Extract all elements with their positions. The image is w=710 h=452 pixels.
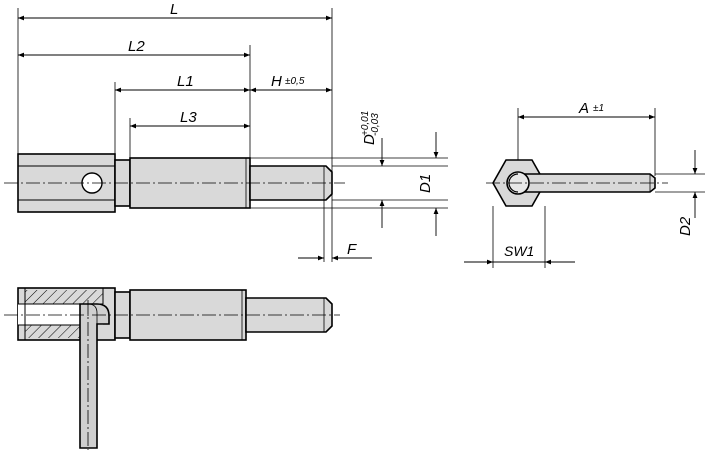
label-SW1: SW1	[504, 243, 534, 259]
end-view: A ±1 SW1 D2	[464, 100, 705, 268]
section-pin	[245, 297, 333, 333]
label-F: F	[347, 241, 357, 258]
label-L: L	[170, 1, 178, 18]
label-D-tolerance-lower: -0,03	[370, 113, 381, 136]
section-hatch-top	[25, 290, 103, 304]
label-A-tolerance: ±1	[593, 103, 604, 114]
label-D-tolerance-upper: +0,01	[360, 111, 371, 136]
label-D1: D1	[417, 174, 434, 193]
label-A: A	[578, 100, 589, 117]
front-view: L L2 L1 L3 H ±0,5 F D +0,01 -0,03 D1	[4, 1, 448, 262]
label-L3: L3	[180, 109, 197, 126]
label-L1: L1	[177, 73, 194, 90]
label-H: H	[271, 73, 282, 90]
label-D: D	[361, 134, 378, 145]
label-D2: D2	[677, 216, 694, 236]
label-H-tolerance: ±0,5	[285, 76, 305, 87]
section-hatch-bottom	[25, 325, 97, 338]
label-L2: L2	[128, 38, 145, 55]
section-view	[4, 287, 340, 450]
